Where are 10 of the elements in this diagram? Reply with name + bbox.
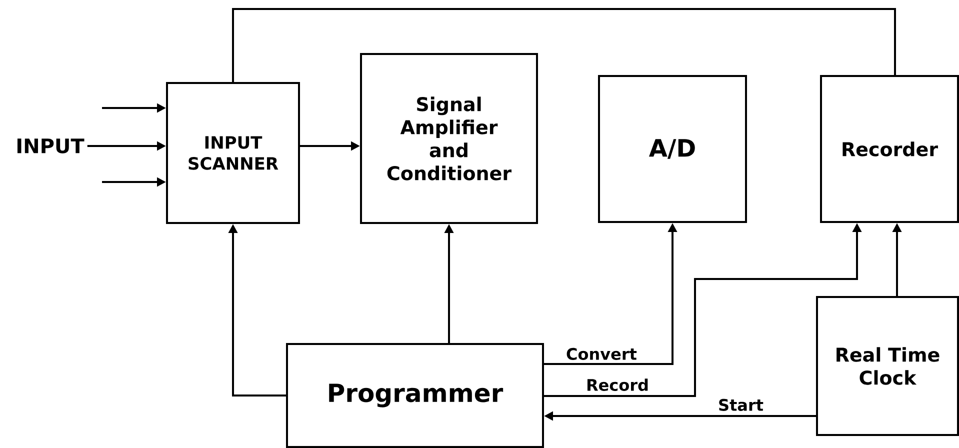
clock-box: Real Time Clock: [816, 296, 959, 436]
edge-label: Convert: [565, 346, 638, 361]
programmer-box: Programmer: [286, 343, 544, 448]
scanner-box: INPUT SCANNER: [166, 82, 300, 224]
edge-label: Record: [585, 378, 650, 392]
converter-box: A/D: [598, 75, 747, 223]
input-label: INPUT: [17, 138, 84, 154]
amplifier-box: Signal Amplifier and Conditioner: [360, 53, 538, 224]
recorder-box: Recorder: [820, 75, 959, 223]
edge-label: Start: [717, 398, 765, 412]
